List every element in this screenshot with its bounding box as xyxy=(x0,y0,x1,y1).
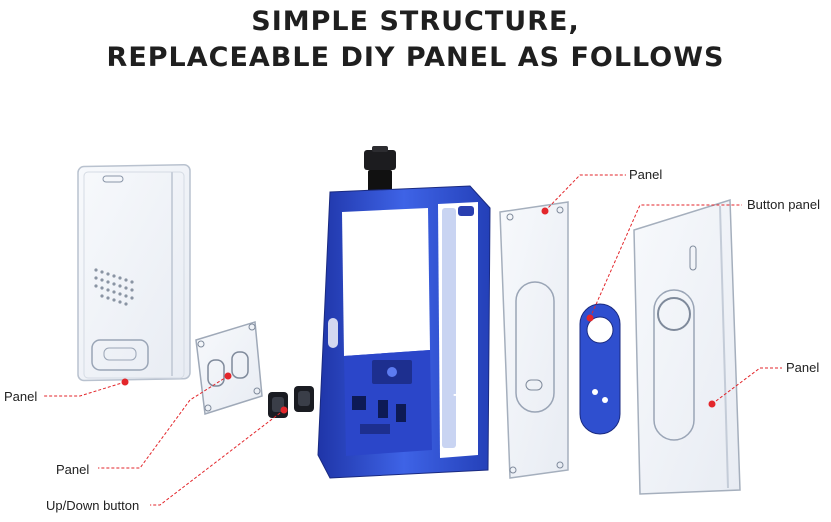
callout-label-small-panel: Panel xyxy=(56,462,90,477)
speaker-grille xyxy=(94,268,134,306)
callout-label-left-panel: Panel xyxy=(4,389,38,404)
leader-lines xyxy=(44,174,782,506)
title-line-1: SIMPLE STRUCTURE, xyxy=(251,6,580,37)
updown-buttons xyxy=(268,386,314,418)
button-panel-ring xyxy=(579,303,621,435)
callout-label-top-panel: Panel xyxy=(629,167,663,182)
middle-panel xyxy=(499,201,569,479)
left-panel xyxy=(77,164,191,386)
title-line-2: REPLACEABLE DIY PANEL AS FOLLOWS xyxy=(106,42,725,73)
device-frame: + xyxy=(317,146,491,479)
callout-label-updown-button: Up/Down button xyxy=(46,498,140,513)
small-panel xyxy=(195,321,263,415)
callout-label-right-panel: Panel xyxy=(786,360,820,375)
plus-mark: + xyxy=(452,385,465,404)
right-panel xyxy=(633,198,741,495)
callout-label-button-panel: Button panel xyxy=(747,197,821,212)
circuit-board xyxy=(344,350,432,456)
